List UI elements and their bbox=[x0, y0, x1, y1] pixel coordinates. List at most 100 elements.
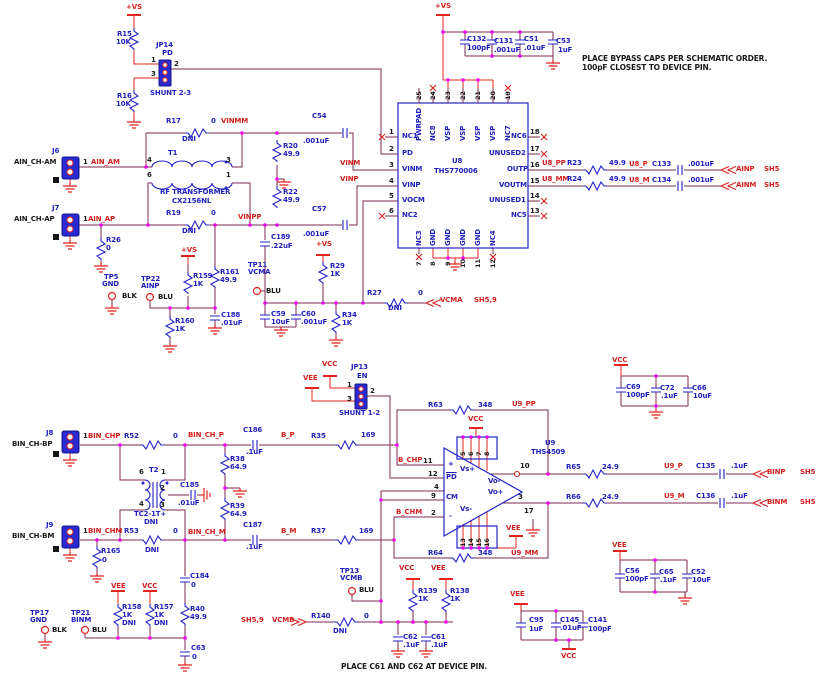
label-b-chp-173: B_CHP bbox=[398, 456, 423, 464]
label-u8-m-143: U8_M bbox=[629, 176, 650, 184]
label-r19-28: R19 bbox=[166, 209, 181, 217]
label-sh5-211: SH5 bbox=[800, 468, 816, 476]
label-8-127: 8 bbox=[429, 261, 437, 266]
label-bin-ch-m-252: BIN_CH_M bbox=[188, 528, 226, 536]
label-169-230: 169 bbox=[361, 431, 376, 439]
label-nc6-94: NC6 bbox=[511, 132, 527, 140]
test-points bbox=[40, 286, 357, 635]
label-vcc-159: VCC bbox=[322, 360, 338, 368]
label-0-261: 0 bbox=[191, 581, 196, 589]
label-r52-223: R52 bbox=[124, 432, 139, 440]
label-nc7-112: NC7 bbox=[504, 125, 512, 141]
label-ainp-138: AINP bbox=[736, 165, 755, 173]
label-bin-ch-bm-246: BIN_CH-BM bbox=[12, 532, 55, 540]
label-vcc-203: VCC bbox=[399, 564, 415, 572]
label-vee-191: VEE bbox=[506, 524, 521, 532]
label-1-237: 1 bbox=[161, 468, 166, 476]
label-4-176: 4 bbox=[434, 483, 439, 491]
label-001uf-67: .001uF bbox=[301, 318, 328, 326]
label-1uf-295: .1uF bbox=[431, 641, 448, 649]
label-u8-p-135: U8_P bbox=[629, 160, 648, 168]
label-1k-275: 1K bbox=[122, 611, 132, 619]
inverting-output-bubble bbox=[513, 470, 521, 478]
transformer-t2 bbox=[141, 479, 169, 511]
label-pwrpad-106: PWRPAD bbox=[415, 107, 423, 141]
label-vs+-184: Vs+ bbox=[460, 465, 475, 473]
label-dni-250: DNI bbox=[145, 546, 159, 554]
label-c62-292: C62 bbox=[403, 633, 418, 641]
label-r140-289: R140 bbox=[311, 612, 331, 620]
label-348-168: 348 bbox=[478, 401, 493, 409]
label-outp-96: OUTP bbox=[507, 165, 528, 173]
label-sh5-9-77: SH5,9 bbox=[474, 296, 497, 304]
label-r139-283: R139 bbox=[418, 587, 438, 595]
j6-connector bbox=[53, 156, 80, 183]
label-7-126: 7 bbox=[415, 261, 423, 266]
label-c188-59: C188 bbox=[221, 311, 241, 319]
label-13-196: 13 bbox=[459, 538, 467, 547]
label-10uf-65: 10uF bbox=[271, 318, 290, 326]
tp21 bbox=[80, 625, 90, 635]
label-en-162: EN bbox=[357, 372, 368, 380]
label-ain-ch-ap-41: AIN_CH-AP bbox=[14, 215, 55, 223]
label-c189-34: C189 bbox=[271, 233, 291, 241]
label-01uf-244: .01uF bbox=[178, 499, 200, 507]
label-sh5-9-287: SH5,9 bbox=[241, 616, 264, 624]
label-17-101: 17 bbox=[530, 145, 540, 153]
label-c51-153: C51 bbox=[524, 35, 539, 43]
tp13 bbox=[347, 586, 357, 596]
label-nc3-120: NC3 bbox=[415, 230, 423, 246]
label-1uf-316: .1uF bbox=[660, 576, 677, 584]
label-0-30: 0 bbox=[211, 209, 216, 217]
label-0-251: 0 bbox=[173, 527, 178, 535]
label-4-89: 4 bbox=[389, 177, 394, 185]
label-vcma-76: VCMA bbox=[440, 296, 463, 304]
label-vs-187: Vs- bbox=[460, 505, 473, 513]
label-r35-229: R35 bbox=[311, 432, 326, 440]
label-u8-pp-132: U8_PP bbox=[542, 159, 566, 167]
label-tp21-269: TP21 bbox=[71, 609, 91, 617]
label-001uf-152: .001uF bbox=[494, 46, 521, 54]
label-c57-32: C57 bbox=[312, 205, 327, 213]
label-001uf-145: .001uF bbox=[688, 176, 715, 184]
label-c60-66: C60 bbox=[301, 310, 316, 318]
label-10uf-318: 10uF bbox=[692, 576, 711, 584]
label-tp22-49: TP22 bbox=[141, 275, 161, 283]
label-49-9-263: 49.9 bbox=[190, 613, 207, 621]
label-1k-70: 1K bbox=[330, 270, 340, 278]
signal-wires bbox=[44, 31, 753, 662]
label-49-9-142: 49.9 bbox=[609, 175, 626, 183]
label-r65-205: R65 bbox=[566, 463, 581, 471]
label-dni-29: DNI bbox=[182, 227, 196, 235]
label-place-bypass-caps-per-schematic-order-157: PLACE BYPASS CAPS PER SCHEMATIC ORDER. bbox=[582, 54, 768, 63]
label-18-100: 18 bbox=[530, 128, 540, 136]
label-c186-226: C186 bbox=[243, 426, 263, 434]
label-r158-274: R158 bbox=[122, 603, 142, 611]
label-01uf-60: .01uF bbox=[221, 319, 243, 327]
label-pd-81: PD bbox=[402, 149, 413, 157]
label-6-91: 6 bbox=[389, 207, 394, 215]
label-unused1-98: UNUSED1 bbox=[489, 196, 526, 204]
label-j9-245: J9 bbox=[46, 521, 54, 529]
label-unused2-95: UNUSED2 bbox=[489, 149, 526, 157]
label-1-221: 1 bbox=[83, 432, 88, 440]
label-1k-58: 1K bbox=[175, 325, 185, 333]
label-10uf-311: 10uF bbox=[693, 392, 712, 400]
j7-connector bbox=[53, 213, 80, 240]
label-22-116: 22 bbox=[459, 91, 467, 100]
label-vinp-93: VINP bbox=[340, 175, 359, 183]
label-t1-17: T1 bbox=[168, 149, 178, 157]
label-r38-231: R38 bbox=[230, 455, 245, 463]
label-3-240: 3 bbox=[160, 501, 165, 509]
tp11 bbox=[252, 286, 262, 296]
label-c141-302: C141 bbox=[588, 616, 608, 624]
label-blu-63: BLU bbox=[266, 287, 281, 295]
label-1-5: 1 bbox=[151, 56, 156, 64]
label-dni-279: DNI bbox=[154, 619, 168, 627]
label-20-118: 20 bbox=[489, 91, 497, 100]
label-c69-306: C69 bbox=[626, 383, 641, 391]
label-t2-236: T2 bbox=[149, 466, 159, 474]
label-1k-286: 1K bbox=[450, 595, 460, 603]
label-c187-253: C187 bbox=[243, 521, 263, 529]
